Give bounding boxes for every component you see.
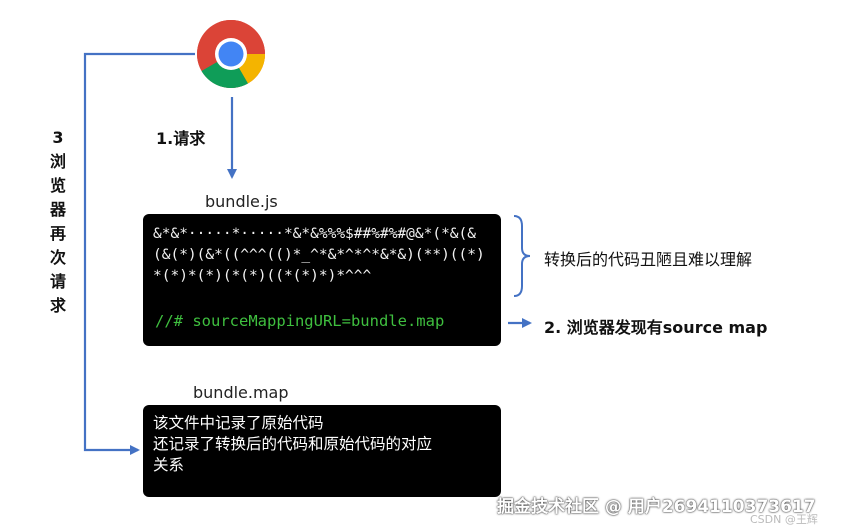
step2-label: 2. 浏览器发现有source map (544, 318, 768, 337)
csdn-watermark: CSDN @王辉 (750, 513, 818, 526)
garbled-code: &*&*·····*·····*&*&%%%$##%#%#@&*(*&(& (&… (153, 226, 494, 284)
step3-char: 次 (49, 248, 66, 267)
step3-char: 浏 (49, 152, 66, 171)
bundle-js-box: &*&*·····*·····*&*&%%%$##%#%#@&*(*&(& (&… (143, 214, 501, 346)
curly-brace (513, 215, 531, 297)
bundle-js-filename: bundle.js (205, 192, 278, 211)
bundle-map-filename: bundle.map (193, 383, 289, 402)
step3-char: 览 (49, 176, 66, 195)
ugly-code-note: 转换后的代码丑陋且难以理解 (544, 250, 753, 269)
map-line: 关系 (153, 456, 185, 474)
step3-char: 器 (49, 200, 66, 219)
step1-label: 1.请求 (156, 129, 206, 148)
step3-char: 3 (52, 128, 64, 147)
step3-char: 再 (49, 224, 66, 243)
map-line: 还记录了转换后的代码和原始代码的对应 (153, 435, 433, 453)
map-line: 该文件中记录了原始代码 (153, 414, 324, 432)
bundle-map-description: 该文件中记录了原始代码 还记录了转换后的代码和原始代码的对应 关系 (153, 413, 432, 476)
chrome-icon (195, 18, 267, 90)
step3-char: 求 (49, 296, 66, 315)
step3-char: 请 (49, 272, 66, 291)
step3-label: 3 浏 览 器 再 次 请 求 (46, 126, 70, 318)
sourcemap-comment: //# sourceMappingURL=bundle.map (155, 312, 445, 330)
juejin-watermark: 掘金技术社区 @ 用户2694110373617 (497, 497, 816, 517)
rerequest-connector (83, 52, 195, 455)
bundle-map-box: 该文件中记录了原始代码 还记录了转换后的代码和原始代码的对应 关系 (143, 405, 501, 497)
